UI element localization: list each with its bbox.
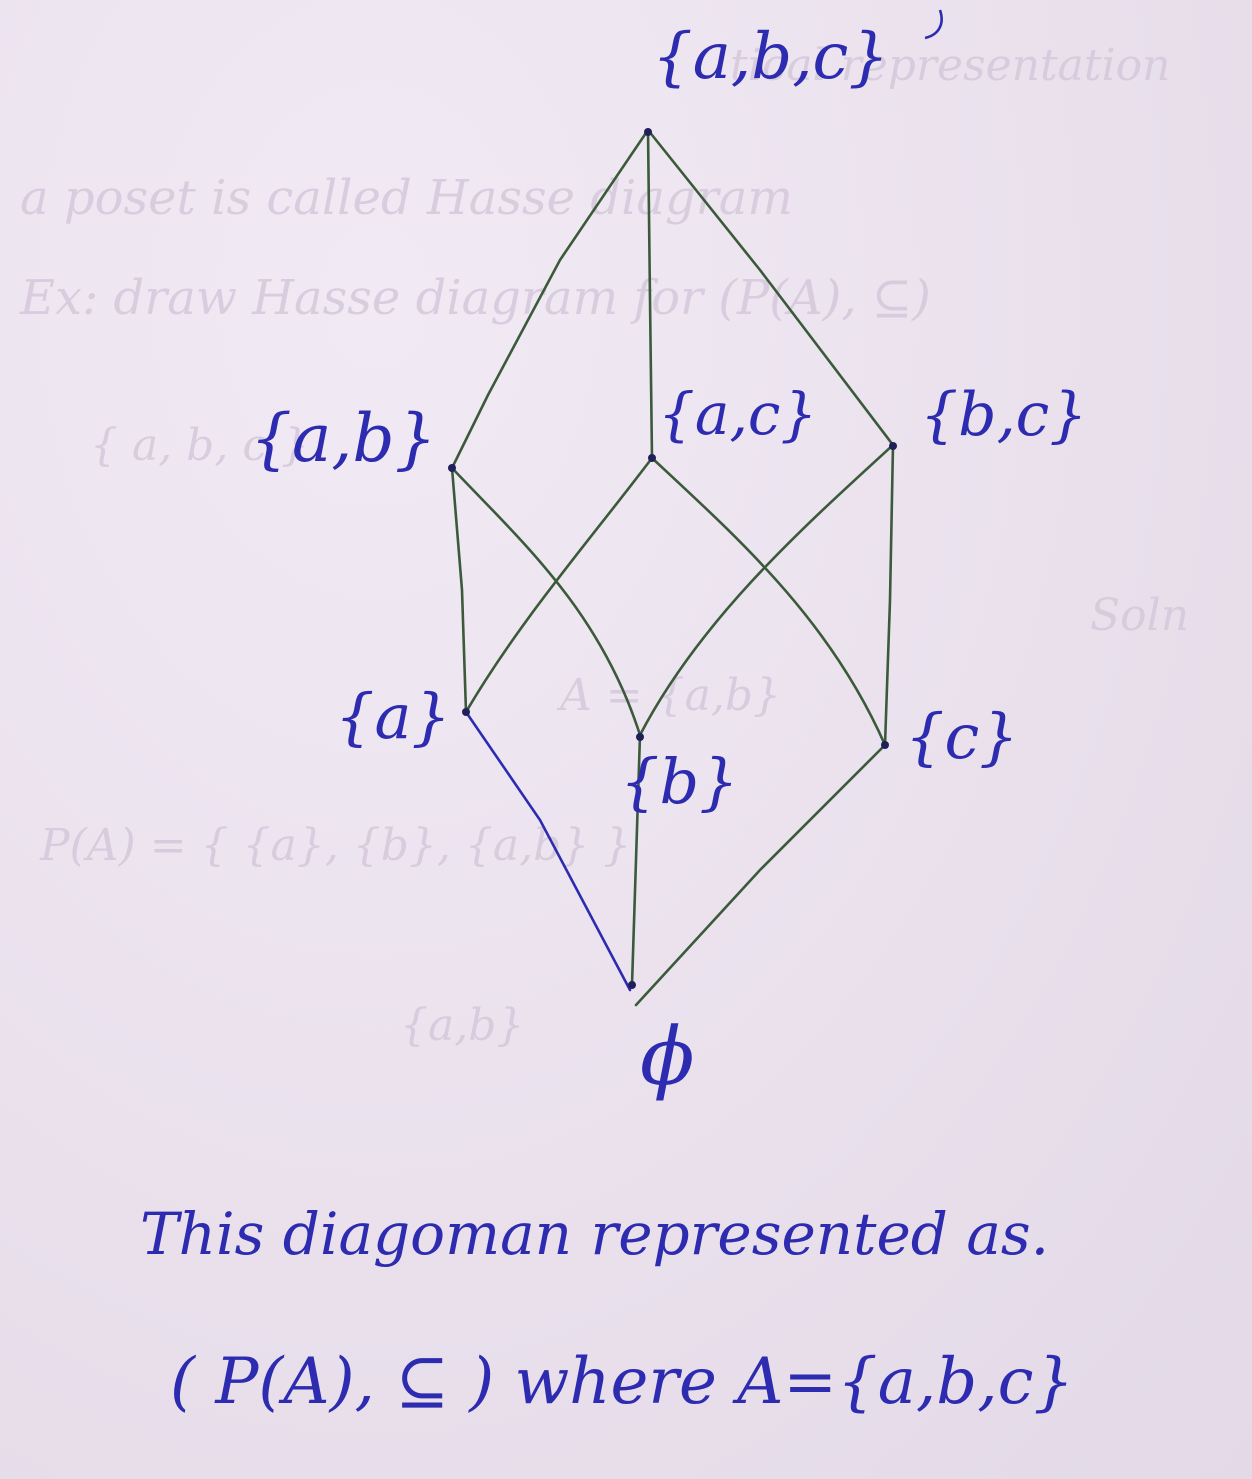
edge-abc-ab xyxy=(450,128,650,470)
bleed-through-text: A = {a,b} xyxy=(560,670,781,721)
edge-abc-bc xyxy=(646,128,895,447)
bleed-through-text: Ex: draw Hasse diagram for (P(A), ⊆) xyxy=(20,270,931,326)
node-dot-abc xyxy=(644,128,652,136)
node-label-bc: {b,c} xyxy=(920,380,1088,450)
node-dot-bc xyxy=(889,442,897,450)
node-dot-b xyxy=(636,733,644,741)
edge-bc-b xyxy=(638,443,895,737)
bleed-through-text: a poset is called Hasse diagram xyxy=(20,170,793,226)
node-label-abc: {a,b,c} xyxy=(652,20,890,94)
bleed-through-text: {a,b} xyxy=(400,1000,525,1051)
node-dot-c xyxy=(881,741,889,749)
node-dot-empty xyxy=(628,981,636,989)
edge-ac-a xyxy=(464,456,654,714)
bleed-through-text: Soln xyxy=(1090,590,1190,641)
node-label-ab: {a,b} xyxy=(250,400,437,477)
edge-b-empty xyxy=(630,733,642,987)
edge-ac-c xyxy=(650,456,887,747)
node-label-empty-set: ϕ xyxy=(640,1010,695,1103)
caption-line-2: ( P(A), ⊆ ) where A={a,b,c} xyxy=(170,1345,1075,1419)
bleed-through-text: { a, b, c } xyxy=(90,420,309,471)
node-label-a: {a} xyxy=(335,680,451,753)
node-dot-ac xyxy=(648,454,656,462)
bleed-through-text: tical representation xyxy=(730,40,1171,91)
edge-ab-a xyxy=(450,466,468,714)
node-label-c: {c} xyxy=(905,700,1019,773)
bleed-through-text: P(A) = { {a}, {b}, {a,b} } xyxy=(40,820,632,871)
edge-a-empty xyxy=(464,710,632,992)
node-label-b: {b} xyxy=(620,745,739,818)
node-dot-ab xyxy=(448,464,456,472)
edge-c-empty xyxy=(634,743,887,1007)
node-dot-a xyxy=(462,708,470,716)
edge-abc-ac xyxy=(646,128,654,460)
edge-bc-c xyxy=(883,443,895,747)
caption-line-1: This diagoman represented as. xyxy=(140,1200,1050,1268)
ink-flourish xyxy=(924,9,943,40)
node-label-ac: {a,c} xyxy=(658,380,818,448)
